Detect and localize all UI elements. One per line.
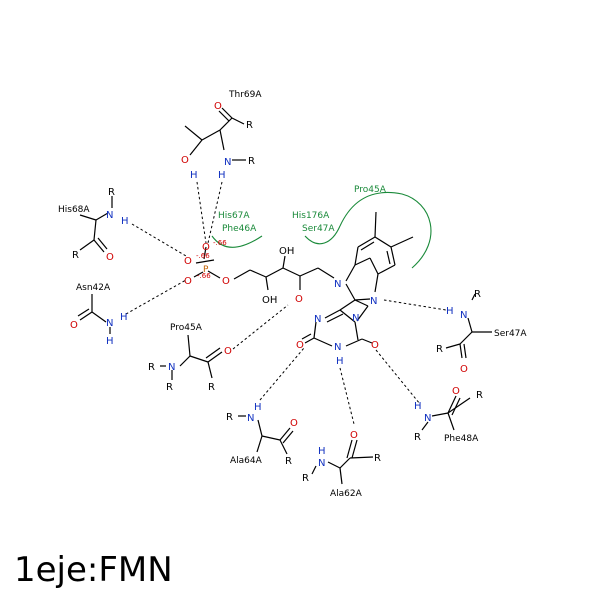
ala64-o: O xyxy=(290,418,298,429)
diagram-caption: 1eje:FMN xyxy=(14,550,173,590)
hydrophobic-arc-his67-phe46 xyxy=(211,235,263,248)
phe48-r1: R xyxy=(476,390,483,401)
flavin-n1: N xyxy=(314,314,321,325)
phe48-n: N xyxy=(424,413,431,424)
flavin-h3: H xyxy=(336,356,344,367)
pro45-n: N xyxy=(168,362,175,373)
his68-o: O xyxy=(106,252,114,263)
flavin-o4: O xyxy=(371,340,379,351)
hydrophobic-label-ser47: Ser47A xyxy=(302,224,335,234)
ser47-o: O xyxy=(460,364,468,375)
residue-pro45-left: Pro45A N R R O R xyxy=(148,323,232,393)
charge-o3: -.66 xyxy=(197,272,211,280)
flavin-n-ring: N xyxy=(352,313,359,324)
ser47-r1: R xyxy=(474,289,481,300)
his68-r2: R xyxy=(72,250,79,261)
hydrophobic-label-phe46: Phe46A xyxy=(222,224,257,234)
residue-thr69: Thr69A O R O H N R H xyxy=(181,90,262,181)
ala64-n: N xyxy=(247,413,254,424)
residue-ala64: H R N O R Ala64A xyxy=(226,402,298,467)
residue-ser47: H N R Ser47A R O xyxy=(436,289,527,375)
ribityl-oh-2: OH xyxy=(262,295,277,306)
hydrophobic-label-his176: His176A xyxy=(292,211,330,221)
pro45-r2: R xyxy=(166,382,173,393)
hydrophobic-arc-his176-ser47 xyxy=(304,225,341,245)
pro45-r1: R xyxy=(148,362,155,373)
ala62-h: H xyxy=(318,446,326,457)
flavin-n5: N xyxy=(370,296,377,307)
phosphorus: P xyxy=(203,265,209,275)
ribityl-oh-3: OH xyxy=(279,246,294,257)
flavin-n10: N xyxy=(334,279,341,290)
phe48-o: O xyxy=(452,386,460,397)
ser47-r2: R xyxy=(436,344,443,355)
label-pro45-left: Pro45A xyxy=(170,323,203,333)
charge-o1: -.66 xyxy=(213,239,227,247)
ala62-r1: R xyxy=(374,453,381,464)
asn42-od1: O xyxy=(70,320,78,331)
thr69-r2: R xyxy=(248,156,255,167)
ribityl-o-4: O xyxy=(295,294,303,305)
label-ala64: Ala64A xyxy=(230,456,263,466)
ala62-n: N xyxy=(318,458,325,469)
ala62-r2: R xyxy=(302,473,309,484)
flavin-n3: N xyxy=(334,342,341,353)
label-thr69: Thr69A xyxy=(228,90,262,100)
thr69-n: N xyxy=(224,157,231,168)
phosphate-o1: O xyxy=(202,242,210,253)
hydrogen-bonds xyxy=(125,181,447,425)
fmn-atoms: O -.66 O -.66 P O -.66 O OH OH O N N N N… xyxy=(184,239,379,367)
asn42-nd2: N xyxy=(106,318,113,329)
label-ala62: Ala62A xyxy=(330,489,363,499)
his68-h: H xyxy=(121,216,129,227)
residue-asn42: Asn42A O N H H xyxy=(70,283,128,347)
ala64-r1: R xyxy=(226,412,233,423)
thr69-r1: R xyxy=(246,120,253,131)
his68-n: N xyxy=(106,210,113,221)
thr69-og1: O xyxy=(181,155,189,166)
hydrophobic-arc-pro45 xyxy=(339,191,432,269)
label-his68: His68A xyxy=(58,205,90,215)
hydrophobic-label-his67: His67A xyxy=(218,211,250,221)
flavin-o2: O xyxy=(296,340,304,351)
ala64-r2: R xyxy=(285,456,292,467)
ala62-o: O xyxy=(350,430,358,441)
residue-his68: His68A R N H R O xyxy=(58,187,129,263)
phe48-h: H xyxy=(414,401,422,412)
his68-r1: R xyxy=(108,187,115,198)
ser47-h: H xyxy=(446,306,454,317)
thr69-hg1: H xyxy=(190,170,198,181)
thr69-hn: H xyxy=(218,170,226,181)
asn42-hd21: H xyxy=(120,312,128,323)
phosphate-o2: O xyxy=(184,256,192,267)
phe48-r2: R xyxy=(414,432,421,443)
label-asn42: Asn42A xyxy=(76,283,111,293)
label-phe48: Phe48A xyxy=(444,434,479,444)
residue-phe48: H N O R R Phe48A xyxy=(414,386,483,444)
label-ser47: Ser47A xyxy=(494,329,527,339)
residue-ala62: O R H N R Ala62A xyxy=(302,430,381,499)
ser47-n: N xyxy=(460,310,467,321)
thr69-carbonyl-o: O xyxy=(214,101,222,112)
asn42-hd22: H xyxy=(106,336,114,347)
phosphate-o3: O xyxy=(184,276,192,287)
pro45-o: O xyxy=(224,346,232,357)
pro45-r3: R xyxy=(208,382,215,393)
charge-o2: -.66 xyxy=(196,252,210,260)
ester-o: O xyxy=(222,276,230,287)
hydrophobic-label-pro45: Pro45A xyxy=(354,185,387,195)
ala64-h: H xyxy=(254,402,262,413)
fmn-ligand-bonds xyxy=(193,211,414,347)
